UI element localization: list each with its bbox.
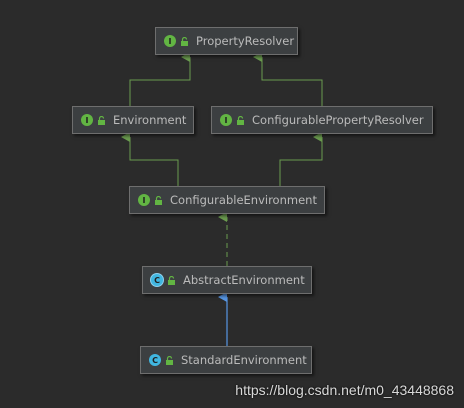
edge-configurable-property-resolver-to-property-resolver (253, 52, 323, 106)
watermark-text: https://blog.csdn.net/m0_43448868 (235, 382, 454, 398)
interface-icon: I (164, 35, 176, 47)
public-visibility-icon (98, 115, 105, 125)
node-label: Environment (113, 113, 187, 127)
public-visibility-icon (237, 115, 244, 125)
node-label: ConfigurablePropertyResolver (252, 113, 424, 127)
interface-icon: I (81, 114, 93, 126)
node-configurable-environment[interactable]: I ConfigurableEnvironment (129, 186, 325, 214)
interface-icon: I (138, 194, 150, 206)
public-visibility-icon (155, 195, 162, 205)
node-configurable-property-resolver[interactable]: I ConfigurablePropertyResolver (211, 106, 433, 134)
public-visibility-icon (181, 36, 188, 46)
node-property-resolver[interactable]: I PropertyResolver (155, 27, 298, 55)
class-icon: C (149, 354, 161, 366)
public-visibility-icon (166, 355, 173, 365)
node-label: AbstractEnvironment (183, 273, 305, 287)
node-label: ConfigurableEnvironment (170, 193, 317, 207)
interface-icon: I (220, 114, 232, 126)
node-environment[interactable]: I Environment (72, 106, 194, 134)
node-label: PropertyResolver (196, 34, 295, 48)
public-visibility-icon (168, 275, 175, 285)
abstract-class-icon: C (151, 274, 163, 286)
node-label: StandardEnvironment (181, 353, 307, 367)
edge-configurable-environment-to-environment (121, 132, 179, 186)
node-standard-environment[interactable]: C StandardEnvironment (140, 346, 312, 374)
node-abstract-environment[interactable]: C AbstractEnvironment (142, 266, 312, 294)
edge-environment-to-property-resolver (129, 52, 191, 106)
edge-configurable-environment-to-configurable-property-resolver (279, 132, 323, 186)
